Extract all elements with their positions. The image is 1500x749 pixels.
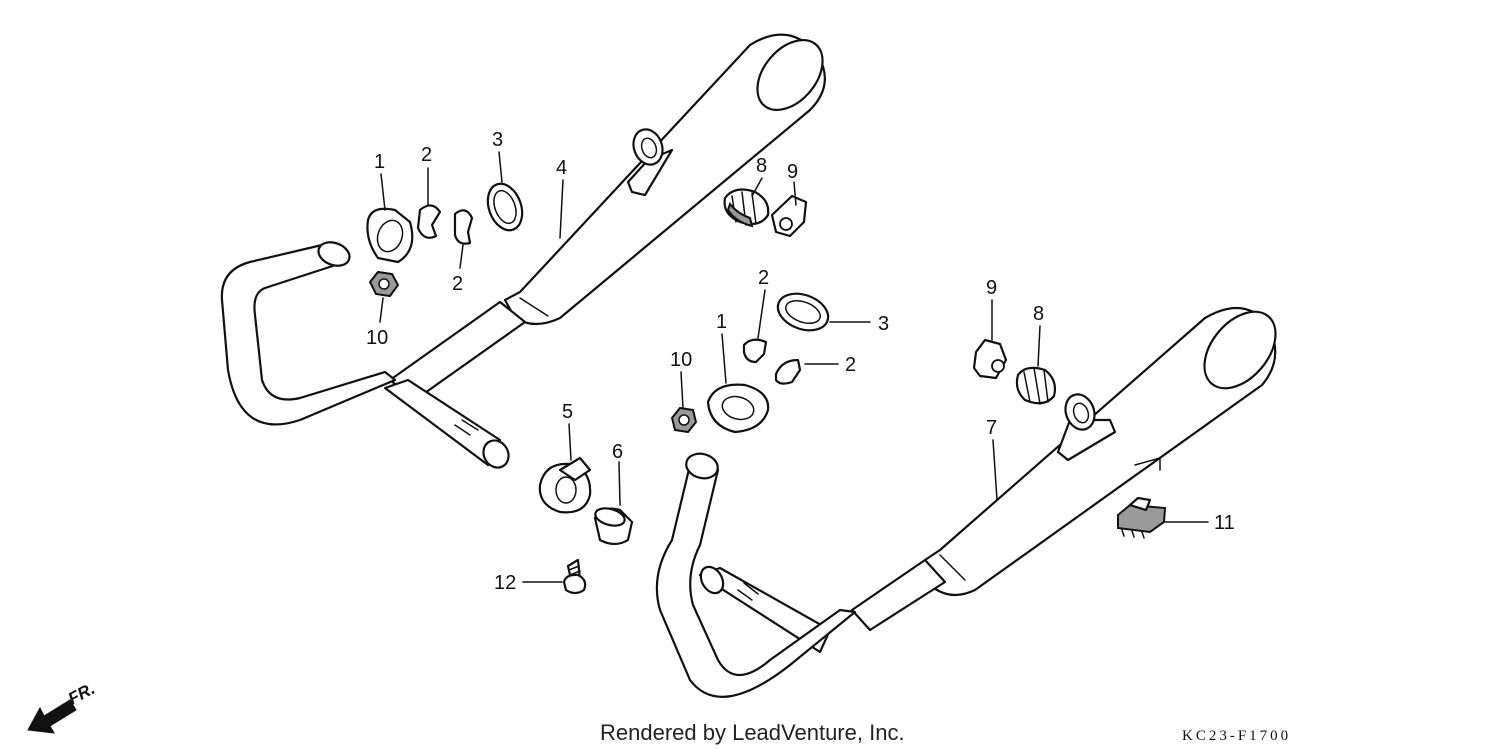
callout-9: 9 — [986, 277, 997, 299]
front-direction-arrow: FR. — [27, 679, 98, 734]
sleeve-6 — [593, 507, 634, 546]
right-muffler-assembly — [655, 306, 1277, 698]
callout-3: 3 — [492, 129, 503, 151]
callout-2: 2 — [452, 273, 463, 295]
collar-2-right-b — [774, 358, 802, 385]
callout-2: 2 — [421, 144, 432, 166]
diagram-code: KC23-F1700 — [1182, 728, 1291, 744]
callout-8: 8 — [1033, 303, 1044, 325]
arrow-icon — [27, 699, 77, 734]
gasket-1-left — [366, 207, 414, 264]
collar-9-right — [972, 338, 1008, 380]
callout-10: 10 — [366, 327, 388, 349]
callout-5: 5 — [562, 401, 573, 423]
callout-6: 6 — [612, 441, 623, 463]
callout-1: 1 — [716, 311, 727, 333]
callout-8: 8 — [756, 155, 767, 177]
callout-12: 12 — [494, 572, 516, 594]
collar-2-left-b — [453, 209, 474, 245]
grommet-8-top — [723, 188, 770, 228]
callout-1: 1 — [374, 151, 385, 173]
bolt-12 — [562, 558, 587, 595]
ring-3-left — [486, 182, 524, 232]
clamp-5 — [538, 456, 592, 514]
callouts: 1 2 3 4 2 10 8 9 2 3 1 2 10 9 8 5 6 7 11… — [366, 129, 1235, 594]
callout-3: 3 — [878, 313, 889, 335]
damper-11 — [1117, 496, 1167, 539]
callout-11: 11 — [1214, 512, 1235, 534]
callout-2: 2 — [758, 267, 769, 289]
callout-10: 10 — [670, 349, 692, 371]
collar-2-left-a — [416, 204, 442, 239]
callout-4: 4 — [556, 157, 567, 179]
grommet-8-right — [1015, 366, 1057, 405]
nut-10-left — [368, 270, 400, 298]
collar-9-top — [770, 194, 808, 238]
ring-3-right — [776, 292, 830, 332]
nut-10-right — [670, 406, 698, 434]
callout-9: 9 — [787, 161, 798, 183]
collar-2-right-a — [742, 338, 768, 364]
leader-lines — [379, 151, 1209, 583]
left-muffler-assembly — [220, 33, 826, 469]
callout-7: 7 — [986, 417, 997, 439]
callout-2: 2 — [845, 354, 856, 376]
gasket-1-right — [706, 383, 770, 434]
render-credit: Rendered by LeadVenture, Inc. — [600, 720, 905, 745]
